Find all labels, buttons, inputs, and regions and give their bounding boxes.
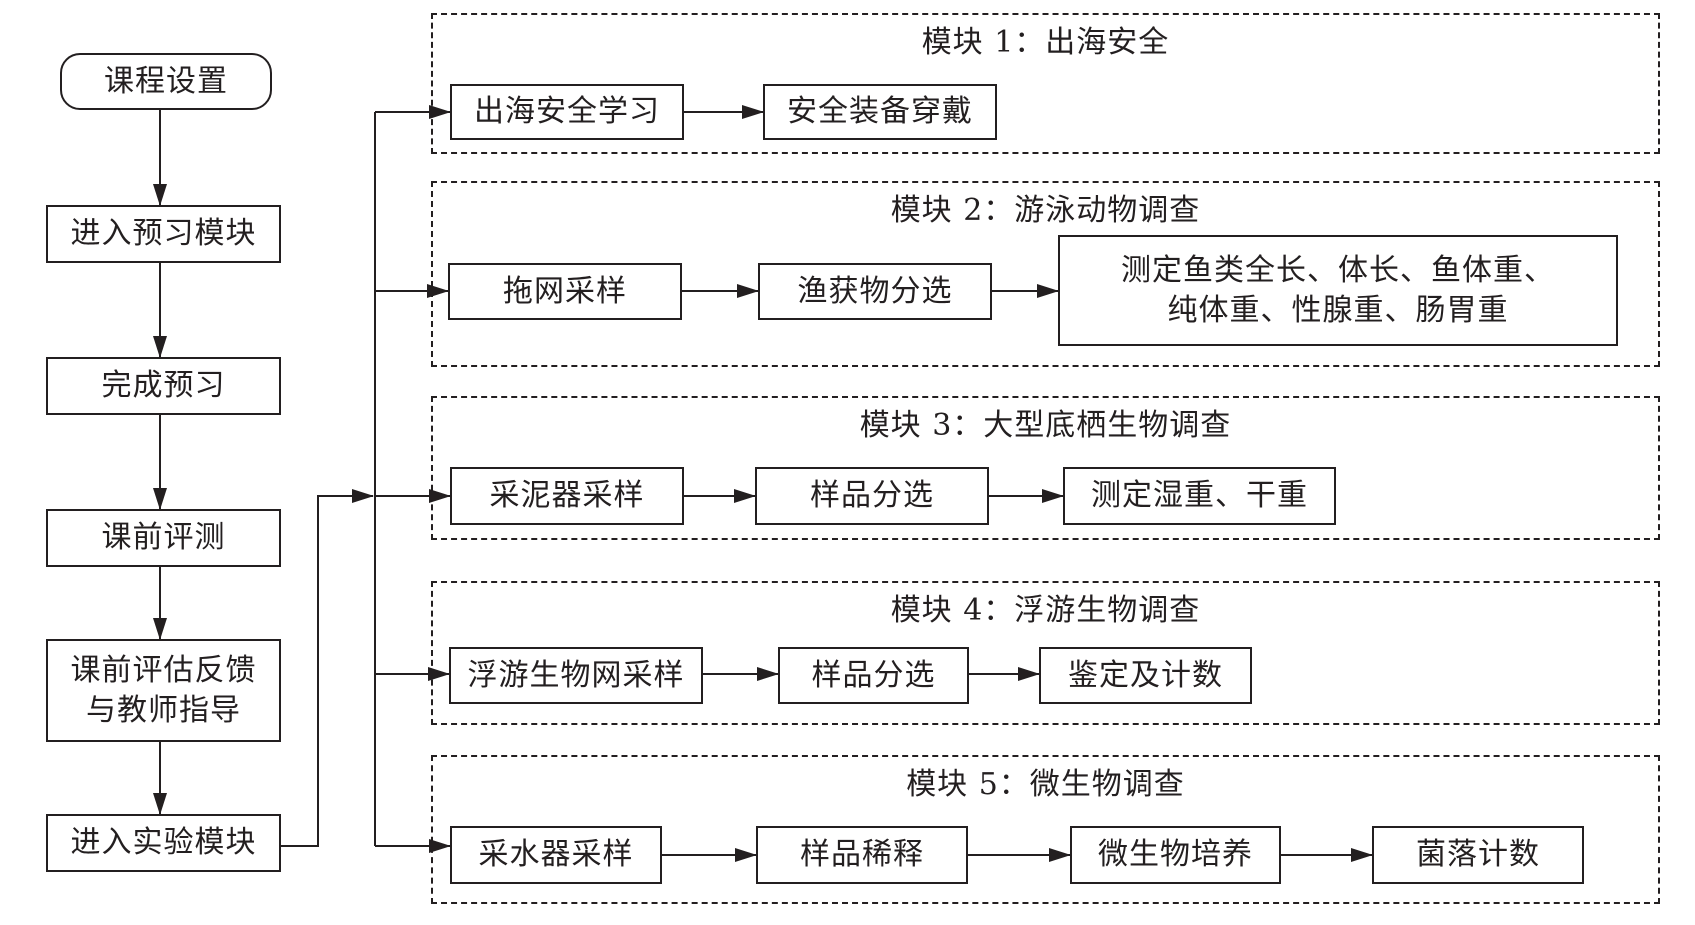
module-2-step-2: 渔获物分选 [758,263,992,320]
complete-preview-box: 完成预习 [46,357,281,415]
module-2-title: 模块 2：游泳动物调查 [890,193,1201,228]
module-3-step-3: 测定湿重、干重 [1063,467,1336,525]
module-2-step-3-line1: 测定鱼类全长、体长、鱼体重、 [1121,252,1555,288]
module-5-step-4: 菌落计数 [1372,826,1584,884]
module-3-panel: 模块 3：大型底栖生物调查 [431,396,1660,540]
feedback-guidance-box: 课前评估反馈 与教师指导 [46,639,281,742]
enter-experiment-box: 进入实验模块 [46,814,281,872]
module-2-step-3: 测定鱼类全长、体长、鱼体重、 纯体重、性腺重、肠胃重 [1058,235,1618,346]
feedback-guidance-line2: 与教师指导 [86,692,241,728]
module-4-step-1: 浮游生物网采样 [449,647,703,704]
module-4-panel: 模块 4：浮游生物调查 [431,581,1660,725]
module-5-step-1: 采水器采样 [450,826,662,884]
module-5-title: 模块 5：微生物调查 [906,767,1185,802]
module-2-step-1: 拖网采样 [448,263,682,320]
module-1-step-1: 出海安全学习 [450,84,684,140]
module-4-step-2: 样品分选 [778,647,969,704]
module-2-step-3-line2: 纯体重、性腺重、肠胃重 [1167,292,1509,328]
module-5-step-2: 样品稀释 [756,826,968,884]
module-1-step-2: 安全装备穿戴 [763,84,997,140]
module-3-step-1: 采泥器采样 [450,467,684,525]
module-3-step-2: 样品分选 [755,467,989,525]
module-4-title: 模块 4：浮游生物调查 [890,593,1201,628]
module-1-title: 模块 1：出海安全 [921,25,1170,60]
arrow-step5-to-bus [280,489,374,847]
module-2-panel: 模块 2：游泳动物调查 [431,181,1660,367]
course-setup-box: 课程设置 [60,53,272,110]
module-1-panel: 模块 1：出海安全 [431,13,1660,154]
pre-class-test-box: 课前评测 [46,509,281,567]
module-5-panel: 模块 5：微生物调查 [431,755,1660,904]
module-3-title: 模块 3：大型底栖生物调查 [859,408,1232,443]
module-4-step-3: 鉴定及计数 [1039,647,1252,704]
module-5-step-3: 微生物培养 [1070,826,1281,884]
enter-preview-box: 进入预习模块 [46,205,281,263]
feedback-guidance-line1: 课前评估反馈 [70,652,257,688]
